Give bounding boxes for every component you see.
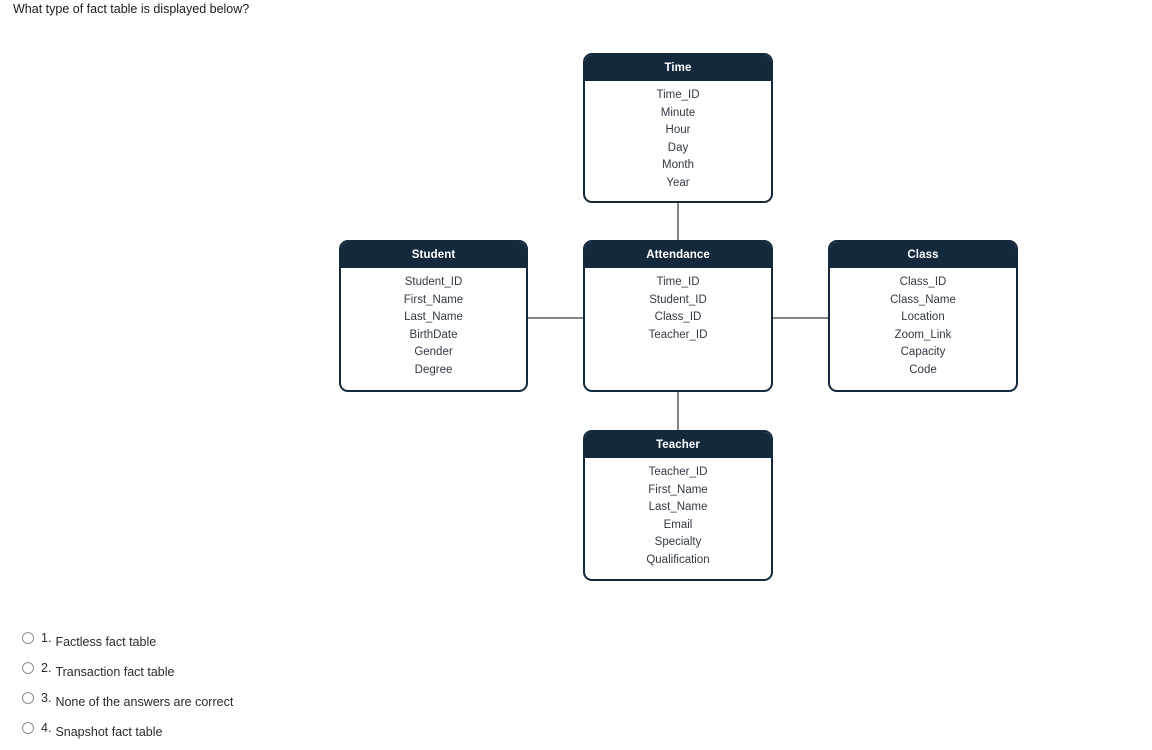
entity-field: First_Name: [648, 483, 708, 496]
entity-attendance-fields: Time_ID Student_ID Class_ID Teacher_ID: [585, 268, 771, 344]
entity-class-header: Class: [830, 242, 1016, 268]
entity-time-fields: Time_ID Minute Hour Day Month Year: [585, 81, 771, 192]
entity-field: Location: [901, 311, 945, 323]
entity-teacher-fields: Teacher_ID First_Name Last_Name Email Sp…: [585, 458, 771, 569]
entity-field: Hour: [665, 124, 691, 136]
radio-button-1[interactable]: [22, 632, 34, 644]
entity-field: Teacher_ID: [648, 466, 708, 478]
entity-class-fields: Class_ID Class_Name Location Zoom_Link C…: [830, 268, 1016, 379]
entity-field: Last_Name: [404, 311, 463, 323]
entity-field: Student_ID: [649, 293, 707, 306]
entity-field: Teacher_ID: [648, 328, 708, 341]
radio-button-4[interactable]: [22, 722, 34, 734]
answer-options: 1. Factless fact table 2. Transaction fa…: [22, 631, 233, 750]
connector-attendance-teacher: [677, 392, 679, 430]
entity-field: Class_ID: [899, 276, 947, 288]
entity-field: Class_Name: [890, 293, 956, 306]
option-label[interactable]: Factless fact table: [55, 635, 157, 649]
option-number: 3.: [41, 691, 52, 705]
entity-field: Time_ID: [656, 89, 700, 101]
entity-field: Class_ID: [654, 311, 702, 323]
entity-teacher: Teacher Teacher_ID First_Name Last_Name …: [583, 430, 773, 581]
entity-field: Degree: [414, 363, 453, 376]
entity-time-header: Time: [585, 55, 771, 81]
option-number: 2.: [41, 661, 52, 675]
entity-field: Student_ID: [404, 276, 463, 288]
entity-title: Class: [907, 249, 939, 261]
entity-title: Teacher: [656, 439, 700, 451]
option-label[interactable]: Snapshot fact table: [55, 725, 163, 739]
entity-field: BirthDate: [409, 328, 458, 341]
entity-field: Day: [667, 141, 689, 154]
entity-field: Qualification: [646, 553, 710, 566]
answer-option-4[interactable]: 4. Snapshot fact table: [22, 721, 233, 742]
entity-student-fields: Student_ID First_Name Last_Name BirthDat…: [341, 268, 526, 379]
entity-field: Code: [909, 363, 937, 376]
entity-field: Gender: [414, 346, 453, 358]
er-diagram: Time Time_ID Minute Hour Day Month Year …: [339, 53, 1018, 581]
entity-student: Student Student_ID First_Name Last_Name …: [339, 240, 528, 392]
radio-button-2[interactable]: [22, 662, 34, 674]
entity-field: Month: [662, 159, 694, 171]
entity-teacher-header: Teacher: [585, 432, 771, 458]
radio-button-3[interactable]: [22, 692, 34, 704]
entity-student-header: Student: [341, 242, 526, 268]
entity-title: Time: [664, 62, 692, 74]
entity-field: Time_ID: [656, 276, 700, 288]
entity-title: Attendance: [646, 249, 710, 261]
entity-field: Specialty: [654, 536, 702, 548]
answer-option-3[interactable]: 3. None of the answers are correct: [22, 691, 233, 712]
entity-class: Class Class_ID Class_Name Location Zoom_…: [828, 240, 1018, 392]
entity-attendance: Attendance Time_ID Student_ID Class_ID T…: [583, 240, 773, 392]
entity-title: Student: [411, 249, 456, 261]
entity-field: Zoom_Link: [894, 328, 952, 341]
entity-field: Minute: [660, 106, 696, 119]
question-text: What type of fact table is displayed bel…: [13, 2, 250, 16]
option-number: 1.: [41, 631, 52, 645]
connector-attendance-class: [773, 317, 828, 319]
entity-field: First_Name: [403, 293, 464, 306]
entity-field: Last_Name: [648, 501, 708, 513]
entity-attendance-header: Attendance: [585, 242, 771, 268]
option-label[interactable]: None of the answers are correct: [55, 695, 234, 709]
answer-option-1[interactable]: 1. Factless fact table: [22, 631, 233, 652]
answer-option-2[interactable]: 2. Transaction fact table: [22, 661, 233, 682]
entity-field: Email: [663, 518, 693, 531]
option-label[interactable]: Transaction fact table: [55, 665, 175, 679]
entity-field: Capacity: [900, 346, 946, 358]
connector-student-attendance: [528, 317, 583, 319]
option-number: 4.: [41, 721, 52, 735]
connector-time-attendance: [677, 203, 679, 240]
entity-field: Year: [666, 176, 690, 189]
entity-time: Time Time_ID Minute Hour Day Month Year: [583, 53, 773, 203]
